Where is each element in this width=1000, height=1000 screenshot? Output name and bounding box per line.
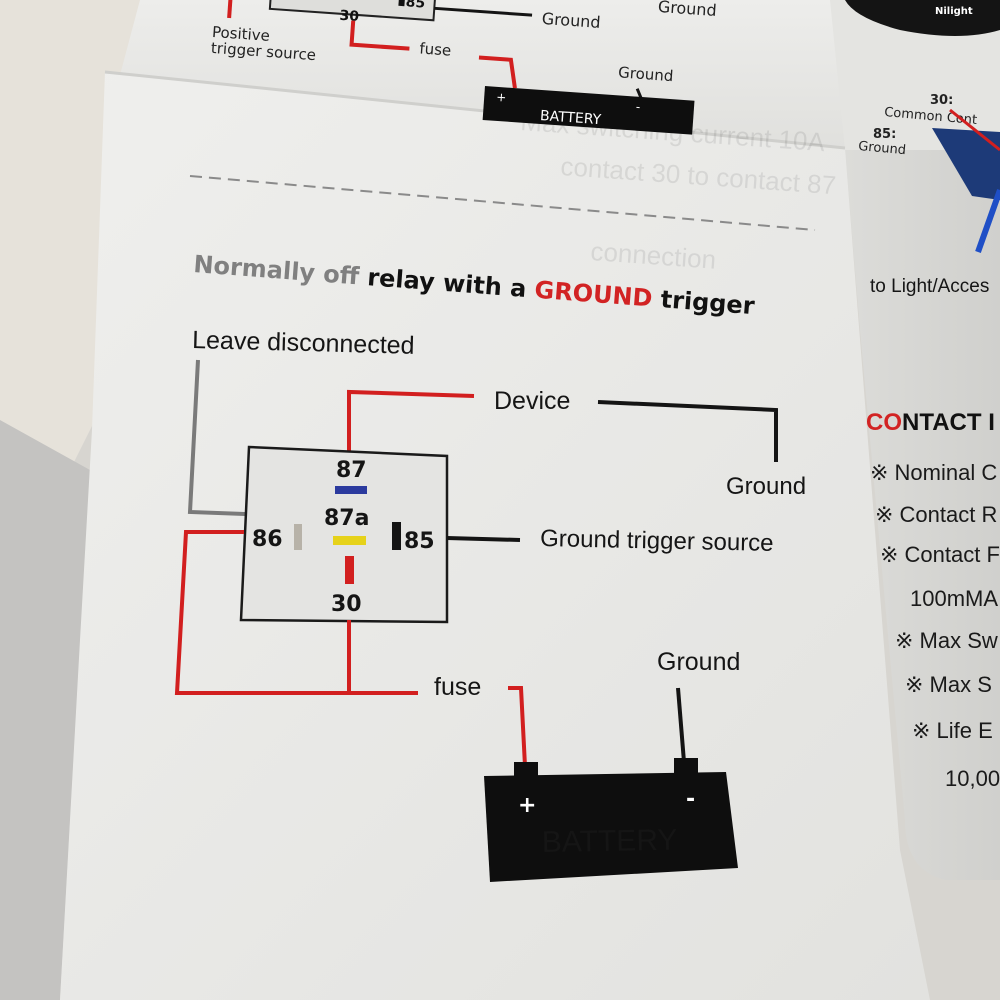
- right-panel-content: Nilight 30: Common Cont 85: Ground to Li…: [845, 0, 1000, 791]
- right-ground-label: Ground: [858, 139, 907, 158]
- ground-battery-label: Ground: [657, 648, 740, 676]
- top-wire-ground: [434, 6, 533, 17]
- top-pin-85: 85: [405, 0, 426, 12]
- top-positive-line1: Positive: [211, 23, 270, 45]
- spec-10000: 10,00: [945, 766, 1000, 791]
- main-paper: [60, 72, 930, 1000]
- battery-terminal-plus: [514, 762, 538, 778]
- pin30-marker: [345, 556, 354, 584]
- wire-black-battery-ground: [676, 687, 686, 763]
- top-ground-label-3: Ground: [618, 63, 674, 85]
- background-cloth: [0, 0, 150, 520]
- nilight-logo-text: Nilight: [935, 6, 973, 17]
- top-ground-label-2: Ground: [657, 0, 717, 20]
- relay-box: [239, 445, 449, 624]
- background-shadow: [0, 420, 90, 1000]
- to-light-label: to Light/Acces: [870, 276, 989, 297]
- contact-heading-rest: NTACT I: [902, 409, 995, 436]
- common-contact-num: 30:: [930, 93, 953, 108]
- pin87-marker: [335, 486, 367, 494]
- wire-red-86-loop: [174, 530, 418, 695]
- wire-red-87-device: [347, 389, 475, 452]
- pin-85-label: 85: [404, 529, 435, 554]
- top-battery: [482, 86, 695, 135]
- top-pin85-mark: [398, 0, 406, 7]
- spec-contact-r: ※ Contact R: [875, 502, 997, 527]
- battery-terminal-minus: [674, 758, 698, 774]
- battery: + - BATTERY: [484, 758, 738, 882]
- top-battery-plus: +: [496, 90, 507, 105]
- spec-max-s: ※ Max S: [905, 672, 992, 697]
- right-blue-wire: [975, 188, 1000, 254]
- pin87a-marker: [333, 536, 366, 545]
- top-wire-fuse: [478, 55, 517, 89]
- spec-100mma: 100mMA: [910, 586, 998, 611]
- spec-nominal: ※ Nominal C: [870, 460, 997, 485]
- top-battery-minus: -: [635, 100, 640, 114]
- pin-86-label: 86: [252, 527, 283, 552]
- device-label: Device: [494, 387, 570, 415]
- top-pin-30: 30: [339, 8, 360, 25]
- right-panel-top: [830, 0, 1000, 150]
- spec-contact-f: ※ Contact F: [880, 542, 1000, 567]
- right-ground-num: 85:: [873, 127, 896, 142]
- right-panel: [845, 150, 1000, 880]
- leave-disconnected-label: Leave disconnected: [192, 326, 415, 360]
- wire-black-85-trigger: [446, 536, 521, 542]
- pin-30-label: 30: [331, 592, 362, 617]
- ground-right-label: Ground: [726, 473, 806, 500]
- nilight-badge: [845, 0, 1000, 36]
- battery-label: BATTERY: [542, 824, 678, 859]
- top-section: 85 30 Ground Ground Positive trigger sou…: [210, 0, 717, 135]
- paper-fold-line: [104, 70, 846, 150]
- top-wire-red-left: [227, 0, 234, 19]
- top-relay-box: [268, 0, 437, 22]
- top-ground-label-1: Ground: [541, 9, 601, 32]
- wire-black-device-ground: [597, 400, 778, 462]
- fuse-label: fuse: [434, 673, 481, 701]
- wire-red-fuse-battery: [508, 686, 527, 767]
- pin-87a-label: 87a: [324, 506, 369, 531]
- right-red-wire: [949, 108, 1000, 152]
- spec-life: ※ Life E: [912, 718, 993, 743]
- contact-heading-co: CO: [866, 409, 902, 436]
- battery-minus-sign: -: [686, 787, 695, 812]
- battery-body: [484, 772, 738, 882]
- top-fuse-label: fuse: [419, 39, 452, 59]
- ground-trigger-source-label: Ground trigger source: [540, 525, 774, 557]
- relay-photo-blue: [932, 128, 1000, 200]
- top-battery-label: BATTERY: [539, 108, 602, 128]
- top-wire-red-30: [349, 20, 410, 51]
- pin85-marker: [392, 522, 401, 550]
- contact-heading: CONTACT I: [866, 409, 995, 436]
- pin-87-label: 87: [336, 458, 367, 483]
- spec-max-sw: ※ Max Sw: [895, 628, 998, 653]
- pin86-marker: [294, 524, 302, 550]
- dashed-separator: [189, 175, 816, 231]
- battery-plus-sign: +: [518, 793, 536, 818]
